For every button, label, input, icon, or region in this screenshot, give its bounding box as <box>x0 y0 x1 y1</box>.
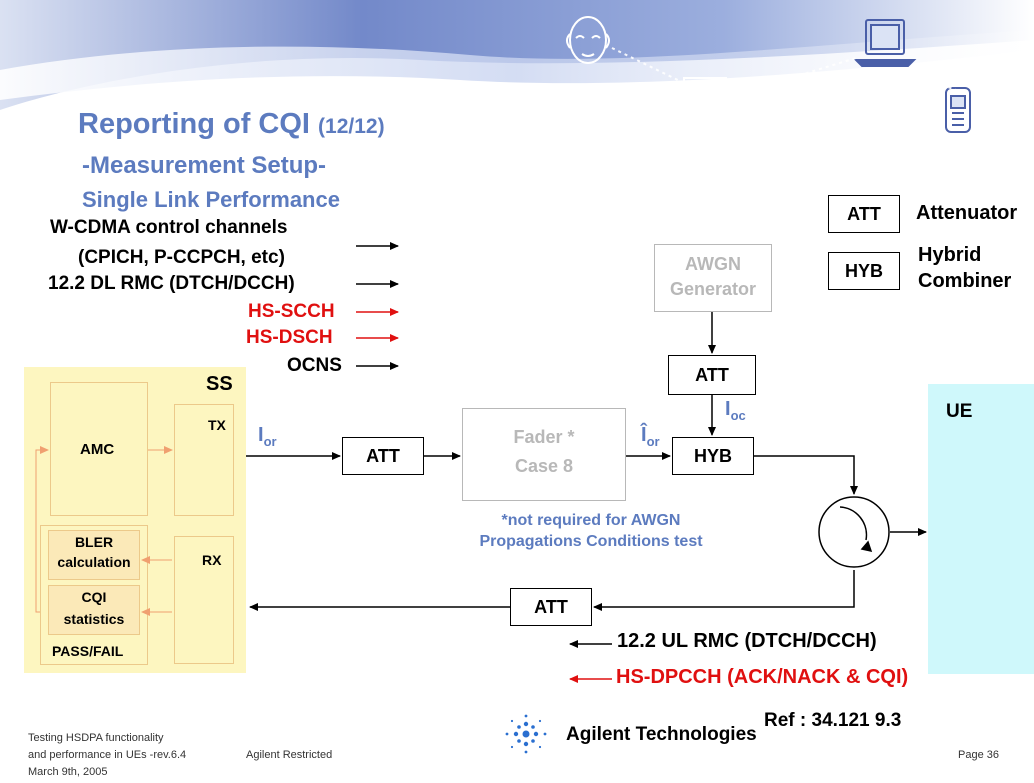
fader-block: Fader * Case 8 <box>462 408 626 501</box>
note-line-1: *not required for AWGN <box>501 512 681 529</box>
ioc-sub: oc <box>730 408 746 423</box>
cqi-label-1: CQI <box>81 589 107 605</box>
agilent-spark-logo <box>505 714 547 754</box>
bler-cqi-group <box>40 525 148 665</box>
computer-icon <box>853 19 917 67</box>
head-icon <box>566 16 610 64</box>
ior-hat-sub: or <box>646 434 660 449</box>
cqi-block <box>48 585 140 635</box>
ue-device-block <box>928 384 1034 674</box>
rx-label: RX <box>202 552 222 568</box>
amc-label: AMC <box>80 441 115 458</box>
circulator-to-att-arrow <box>593 570 855 611</box>
legend-hyb-box: HYB <box>828 252 900 290</box>
ue-label: UE <box>946 401 973 422</box>
slide-title: Reporting of CQI (12/12) <box>78 108 385 141</box>
title-main: Reporting of CQI <box>78 108 310 140</box>
ior-main: I <box>258 424 264 446</box>
dl-rmc-label: 12.2 DL RMC (DTCH/DCCH) <box>48 273 295 294</box>
legend-att-box: ATT <box>828 195 900 233</box>
phone-icon <box>945 87 971 133</box>
hs-scch-label: HS-SCCH <box>248 301 335 322</box>
cqi-label-2: statistics <box>63 611 125 627</box>
ioc-symbol: Ioc <box>725 398 746 423</box>
tx-block <box>174 404 234 516</box>
note-line-2: Propagations Conditions test <box>479 533 703 550</box>
tx-label: TX <box>208 417 226 433</box>
ss-label: SS <box>206 373 233 395</box>
footer-page-number: Page 36 <box>958 749 999 761</box>
footer-doc-line-3: March 9th, 2005 <box>28 766 108 778</box>
awgn-label-2: Generator <box>669 279 757 299</box>
fader-label-1: Fader * <box>513 427 575 447</box>
legend-att-text: Attenuator <box>916 202 1018 224</box>
slide-subtitle: -Measurement Setup- <box>82 152 327 179</box>
ior-sub: or <box>263 434 277 449</box>
hyb-to-circulator-arrow <box>754 455 858 495</box>
footer-doc-line-1: Testing HSDPA functionality <box>28 732 164 744</box>
hyb-block: HYB <box>672 437 754 475</box>
pass-fail-label: PASS/FAIL <box>52 643 124 659</box>
circulator <box>818 496 890 568</box>
hs-dsch-label: HS-DSCH <box>246 327 333 348</box>
ior-hat-main: Î <box>641 424 647 446</box>
control-channels-label-2: (CPICH, P-CCPCH, etc) <box>78 247 285 268</box>
awgn-label-1: AWGN <box>685 254 741 274</box>
awgn-generator-block: AWGN Generator <box>654 244 772 312</box>
footer-doc-line-2: and performance in UEs -rev.6.4 <box>28 749 187 761</box>
bler-label-1: BLER <box>74 534 114 550</box>
fader-label-2: Case 8 <box>514 456 574 476</box>
ul-rmc-label: 12.2 UL RMC (DTCH/DCCH) <box>617 630 877 652</box>
footer-brand: Agilent Technologies <box>566 724 757 745</box>
rx-block <box>174 536 234 664</box>
ocns-label: OCNS <box>287 355 342 376</box>
ior-symbol: Ior <box>258 424 277 449</box>
att-tx-block: ATT <box>342 437 424 475</box>
hs-dpcch-label: HS-DPCCH (ACK/NACK & CQI) <box>616 666 909 688</box>
title-page-indicator: (12/12) <box>318 115 385 138</box>
footer-restricted: Agilent Restricted <box>246 749 333 761</box>
bler-label-2: calculation <box>57 554 131 570</box>
bler-block <box>48 530 140 580</box>
reference-label: Ref : 34.121 9.3 <box>764 710 902 731</box>
fader-note: *not required for AWGN Propagations Cond… <box>446 510 736 552</box>
att-return-block: ATT <box>510 588 592 626</box>
att-awgn-block: ATT <box>668 355 756 395</box>
legend-hyb-text-1: Hybrid <box>918 244 982 266</box>
header-banner <box>0 0 1034 110</box>
control-channels-label-1: W-CDMA control channels <box>50 217 288 238</box>
laptop-icon <box>675 77 735 119</box>
ior-hat-symbol: Îor <box>641 424 660 449</box>
slide-subtitle-2: Single Link Performance <box>82 187 340 212</box>
network-illustration <box>566 16 971 133</box>
amc-block <box>50 382 148 516</box>
legend-hyb-text-2: Combiner <box>918 270 1012 292</box>
ioc-main: I <box>725 398 731 420</box>
